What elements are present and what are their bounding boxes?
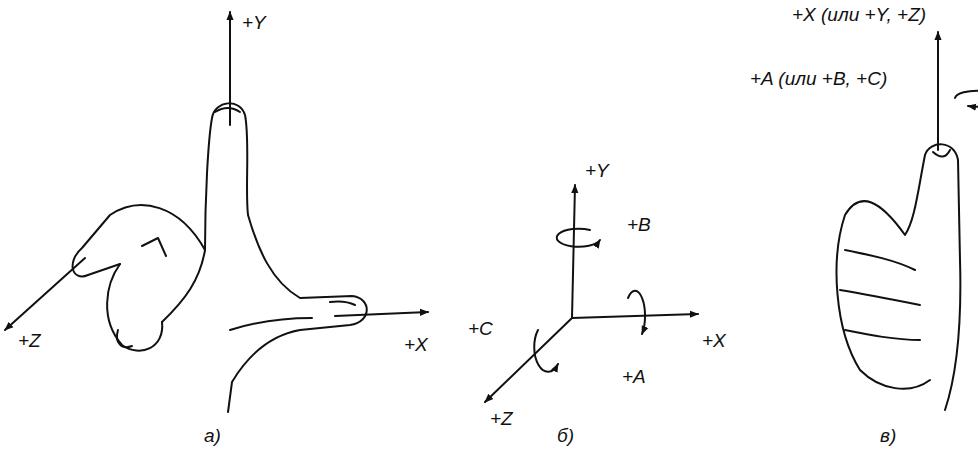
panel-letter: в) [878,425,898,447]
axis-label: +X (или +Y, +Z) [790,4,928,26]
axis-label: +A (или +B, +C) [748,68,889,90]
axis-arrow [5,258,85,330]
axis-label: +X [700,330,728,352]
axis-system [485,185,698,402]
panel-letter: а) [202,425,223,447]
axis-label: +Y [583,160,611,182]
axis-label: +X [402,334,430,356]
axis-label: +A [620,366,648,388]
axis-label: +C [466,318,495,340]
axis-arrow [229,12,231,125]
axis-label: +Z [16,330,43,352]
right-hand-axes [73,103,367,412]
axis-label: +B [625,214,653,236]
axis-label: +Z [488,408,515,430]
panel-letter: б) [555,425,576,447]
axis-arrow [335,312,428,316]
axis-label: +Y [240,12,268,34]
